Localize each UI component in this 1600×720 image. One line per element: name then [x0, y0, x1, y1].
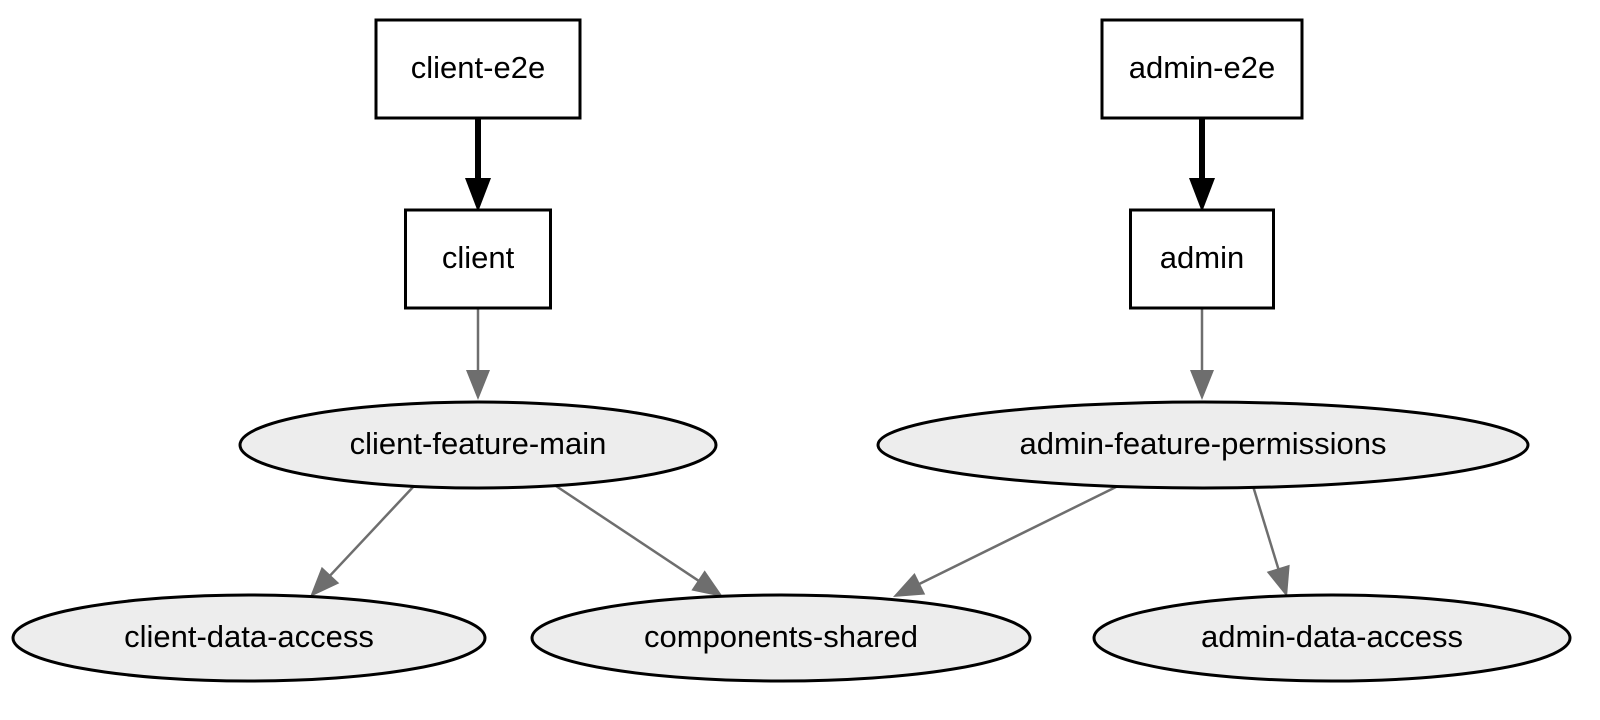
edge-arrowhead [310, 566, 340, 597]
edge-arrowhead [1190, 370, 1214, 400]
graph-node-client[interactable]: client [404, 208, 552, 310]
node-ellipse[interactable] [1092, 593, 1572, 683]
node-ellipse[interactable] [11, 593, 487, 683]
node-rect[interactable] [374, 18, 582, 120]
node-ellipse[interactable] [238, 400, 718, 490]
graph-node-admin-data-access[interactable]: admin-data-access [1092, 593, 1572, 683]
graph-edge [310, 485, 415, 597]
edge-arrowhead [1266, 564, 1290, 597]
edge-arrowhead [465, 178, 491, 212]
graph-edge [465, 119, 491, 212]
graph-node-client-data-access[interactable]: client-data-access [11, 593, 487, 683]
edges-layer [310, 119, 1290, 597]
node-rect[interactable] [1100, 18, 1304, 120]
graph-node-admin-e2e[interactable]: admin-e2e [1100, 18, 1304, 120]
graph-node-client-e2e[interactable]: client-e2e [374, 18, 582, 120]
graph-edge [1190, 309, 1214, 400]
edge-arrowhead [893, 572, 926, 597]
graph-edge [893, 484, 1119, 597]
edge-arrowhead [1189, 178, 1215, 212]
edge-arrowhead [466, 370, 490, 400]
graph-node-admin[interactable]: admin [1129, 208, 1275, 310]
graph-edge [555, 484, 723, 597]
graph-node-components-shared[interactable]: components-shared [530, 593, 1032, 683]
graph-edge [1189, 119, 1215, 212]
node-rect[interactable] [404, 208, 552, 310]
edge-arrowhead [691, 570, 723, 597]
graph-node-admin-feature-permissions[interactable]: admin-feature-permissions [876, 400, 1530, 490]
graph-edge [1251, 485, 1290, 597]
node-ellipse[interactable] [876, 400, 1530, 490]
node-ellipse[interactable] [530, 593, 1032, 683]
node-rect[interactable] [1129, 208, 1275, 310]
nodes-layer: client-e2e admin-e2e client admin client-fea… [11, 18, 1572, 683]
graph-node-client-feature-main[interactable]: client-feature-main [238, 400, 718, 490]
graph-edge [466, 309, 490, 400]
